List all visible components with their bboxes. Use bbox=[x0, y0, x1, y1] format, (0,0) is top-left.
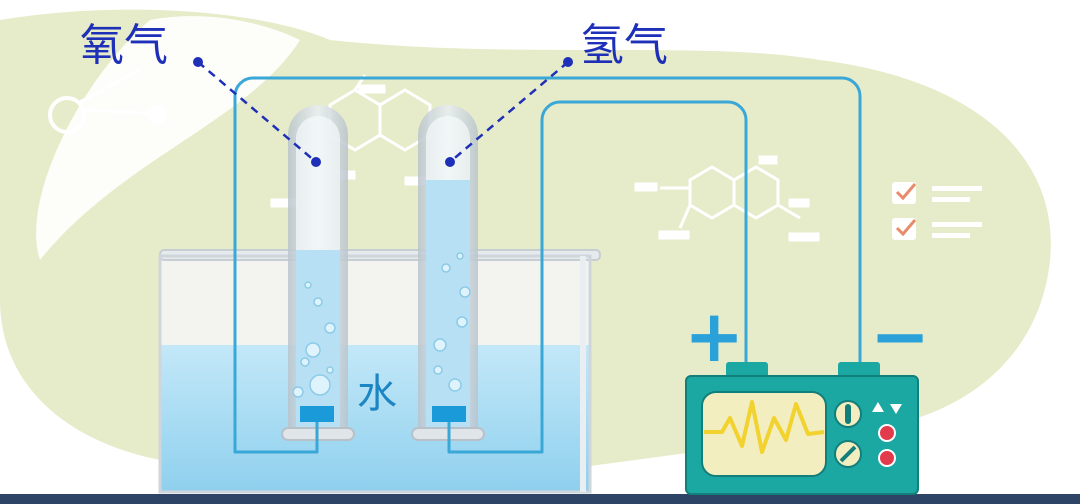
water bbox=[160, 345, 590, 492]
molecule-decoration-left bbox=[48, 68, 167, 134]
electrode-cathode bbox=[432, 406, 466, 422]
wire-cathode bbox=[447, 100, 748, 454]
bubbles-oxygen bbox=[292, 281, 336, 398]
test-tube-oxygen bbox=[281, 105, 355, 441]
waveform bbox=[704, 400, 825, 454]
gas-pointer-dots bbox=[193, 57, 573, 167]
tube-water-hydrogen bbox=[426, 180, 470, 440]
oxygen-label: 氧气 bbox=[80, 20, 168, 71]
indicator-light bbox=[878, 424, 896, 442]
electrode-anode bbox=[300, 406, 334, 422]
wire-anode bbox=[233, 76, 862, 454]
power-icon bbox=[834, 400, 862, 428]
circuit-wires bbox=[233, 76, 862, 454]
floor-line bbox=[0, 494, 1080, 504]
water-label: 水 bbox=[357, 371, 397, 417]
hydrogen-label: 氢气 bbox=[580, 20, 668, 71]
checkbox-checked-icon bbox=[892, 182, 982, 204]
background-highlight bbox=[36, 16, 301, 261]
test-tube-hydrogen bbox=[411, 105, 485, 441]
molecule-decoration-right bbox=[634, 155, 820, 242]
negative-terminal-label: − bbox=[870, 294, 931, 378]
positive-terminal-label: + bbox=[684, 294, 745, 378]
indicator-light bbox=[878, 449, 896, 467]
power-supply bbox=[685, 362, 919, 495]
checkbox-checked-icon bbox=[892, 218, 982, 240]
gas-pointers bbox=[197, 61, 569, 163]
play-arrow-icon bbox=[872, 402, 902, 414]
bubbles-hydrogen bbox=[433, 252, 471, 392]
knob-icon bbox=[834, 440, 862, 468]
